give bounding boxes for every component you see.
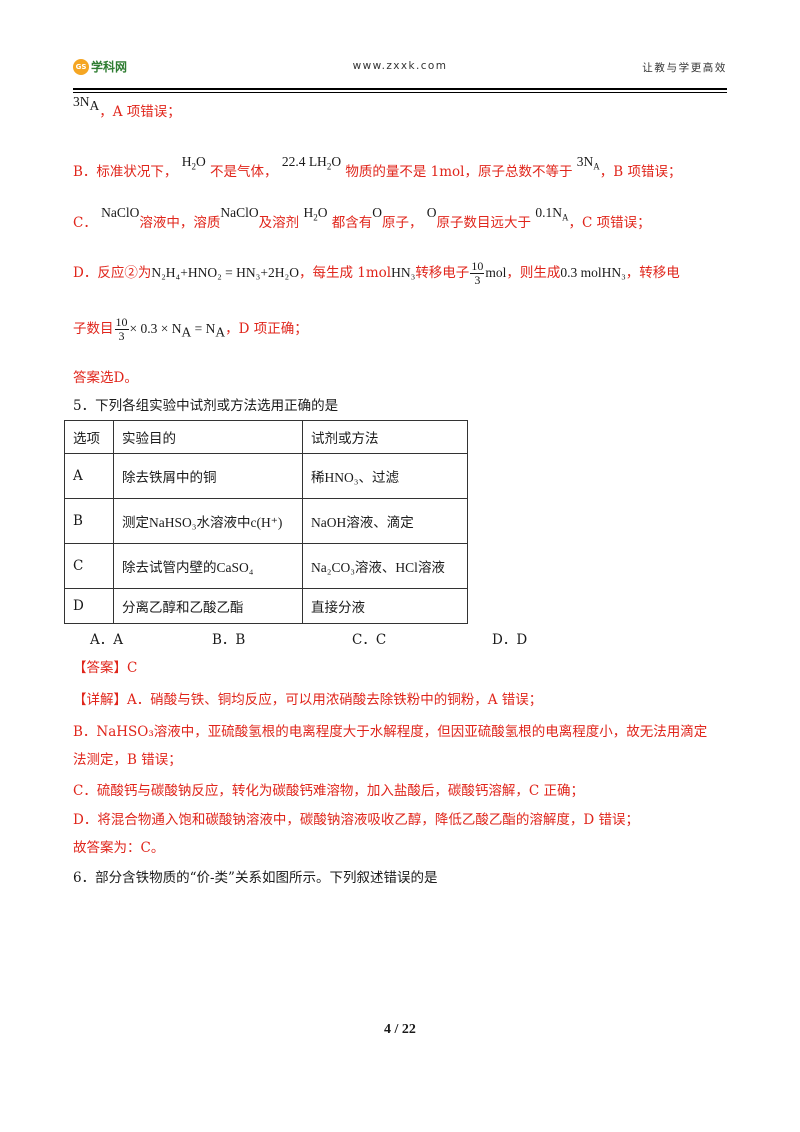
logo-text: 学科网	[91, 60, 128, 74]
table-cell: 测定NaHSO₃水溶液中c(H⁺)	[113, 498, 303, 544]
site-url[interactable]: www.zxxk.com	[352, 60, 448, 72]
q5-answer: 【答案】C	[73, 660, 138, 676]
q5-final-answer: 故答案为：C。	[73, 840, 165, 856]
table-row: D 分离乙醇和乙酸乙酯 直接分液	[64, 588, 468, 624]
table-cell: B	[64, 498, 114, 544]
q5-detail-a: 【详解】A．硝酸与铁、铜均反应，可以用浓硝酸去除铁粉中的铜粉，A 错误；	[73, 692, 543, 708]
table-row: A 除去铁屑中的铜 稀HNO₃、过滤	[64, 453, 468, 499]
table-cell: 稀HNO₃、过滤	[302, 453, 468, 499]
table-cell: 除去试管内壁的CaSO₄	[113, 543, 303, 589]
q5-detail-d: D．将混合物通入饱和碳酸钠溶液中，碳酸钠溶液吸收乙醇，降低乙酸乙酯的溶解度，D …	[73, 812, 639, 828]
q5-stem: 5．下列各组实验中试剂或方法选用正确的是	[73, 398, 339, 414]
option-d: D．D	[492, 632, 528, 648]
table-cell: A	[64, 453, 114, 499]
page-number: 4 / 22	[384, 1022, 416, 1037]
table-header: 选项	[64, 420, 114, 454]
q6-stem: 6．部分含铁物质的“价-类”关系如图所示。下列叙述错误的是	[73, 870, 438, 886]
option-c: C．C	[352, 632, 387, 648]
logo-icon: GS	[73, 58, 89, 75]
table-cell: NaOH溶液、滴定	[302, 498, 468, 544]
table-cell: Na₂CO₃溶液、HCl溶液	[302, 543, 468, 589]
table-header: 实验目的	[113, 420, 303, 454]
table-header-row: 选项 实验目的 试剂或方法	[64, 420, 468, 454]
option-a: A．A	[90, 632, 123, 648]
q4-b-explanation: B．标准状况下， H2O 不是气体， 22.4 LH2O 物质的量不是 1mol…	[73, 154, 682, 180]
header-rule	[73, 88, 727, 90]
table-row: C 除去试管内壁的CaSO₄ Na₂CO₃溶液、HCl溶液	[64, 543, 468, 589]
header-rule-thin	[73, 92, 727, 93]
table-header: 试剂或方法	[302, 420, 468, 454]
q4-c-explanation: C． NaClO溶液中，溶质NaClO及溶剂 H2O 都含有O原子， O原子数目…	[73, 205, 651, 231]
q5-detail-b: B．NaHSO₃溶液中，亚硫酸氢根的电离程度大于水解程度，但因亚硫酸氢根的电离程…	[73, 724, 708, 740]
table-cell: 除去铁屑中的铜	[113, 453, 303, 499]
q5-table: 选项 实验目的 试剂或方法 A 除去铁屑中的铜 稀HNO₃、过滤 B 测定NaH…	[64, 420, 468, 624]
table-cell: 直接分液	[302, 588, 468, 624]
table-cell: C	[64, 543, 114, 589]
q4-a-tail: 3NA，A 项错误；	[73, 94, 181, 120]
table-cell: D	[64, 588, 114, 624]
table-row: B 测定NaHSO₃水溶液中c(H⁺) NaOH溶液、滴定	[64, 498, 468, 544]
q5-detail-c: C．硫酸钙与碳酸钠反应，转化为碳酸钙难溶物，加入盐酸后，碳酸钙溶解，C 正确；	[73, 783, 584, 799]
logo[interactable]: GS 学科网	[73, 58, 127, 75]
page-header: GS 学科网 www.zxxk.com 让教与学更高效	[73, 56, 727, 84]
q4-answer: 答案选D。	[73, 370, 138, 386]
q5-detail-b-cont: 法测定，B 错误；	[73, 752, 182, 768]
slogan: 让教与学更高效	[642, 62, 727, 74]
option-b: B．B	[212, 632, 246, 648]
table-cell: 分离乙醇和乙酸乙酯	[113, 588, 303, 624]
q4-d-explanation: D．反应②为N₂H₄+HNO₂ = HN₃+2H₂O，每生成 1molHN₃转移…	[73, 259, 680, 287]
